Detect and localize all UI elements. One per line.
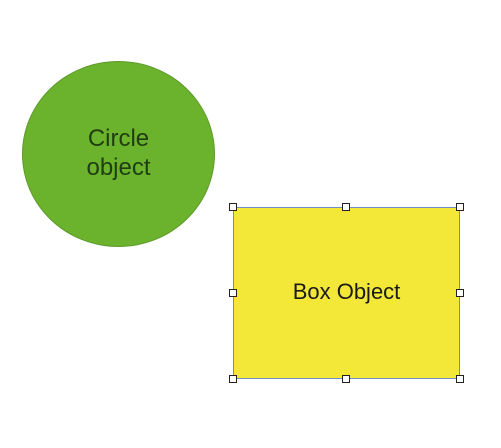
resize-handle-middle-left-icon[interactable]	[229, 289, 237, 297]
resize-handle-middle-right-icon[interactable]	[456, 289, 464, 297]
box-object-label: Box Object	[292, 279, 401, 304]
resize-handle-top-right-icon[interactable]	[456, 203, 464, 211]
resize-handle-top-left-icon[interactable]	[229, 203, 237, 211]
circle-object-label: Circle object	[86, 124, 151, 181]
resize-handle-bottom-left-icon[interactable]	[229, 375, 237, 383]
resize-handle-bottom-middle-icon[interactable]	[342, 375, 350, 383]
resize-handle-top-middle-icon[interactable]	[342, 203, 350, 211]
circle-object[interactable]: Circle object	[22, 61, 215, 247]
resize-handle-bottom-right-icon[interactable]	[456, 375, 464, 383]
box-object[interactable]: Box Object	[233, 207, 460, 379]
